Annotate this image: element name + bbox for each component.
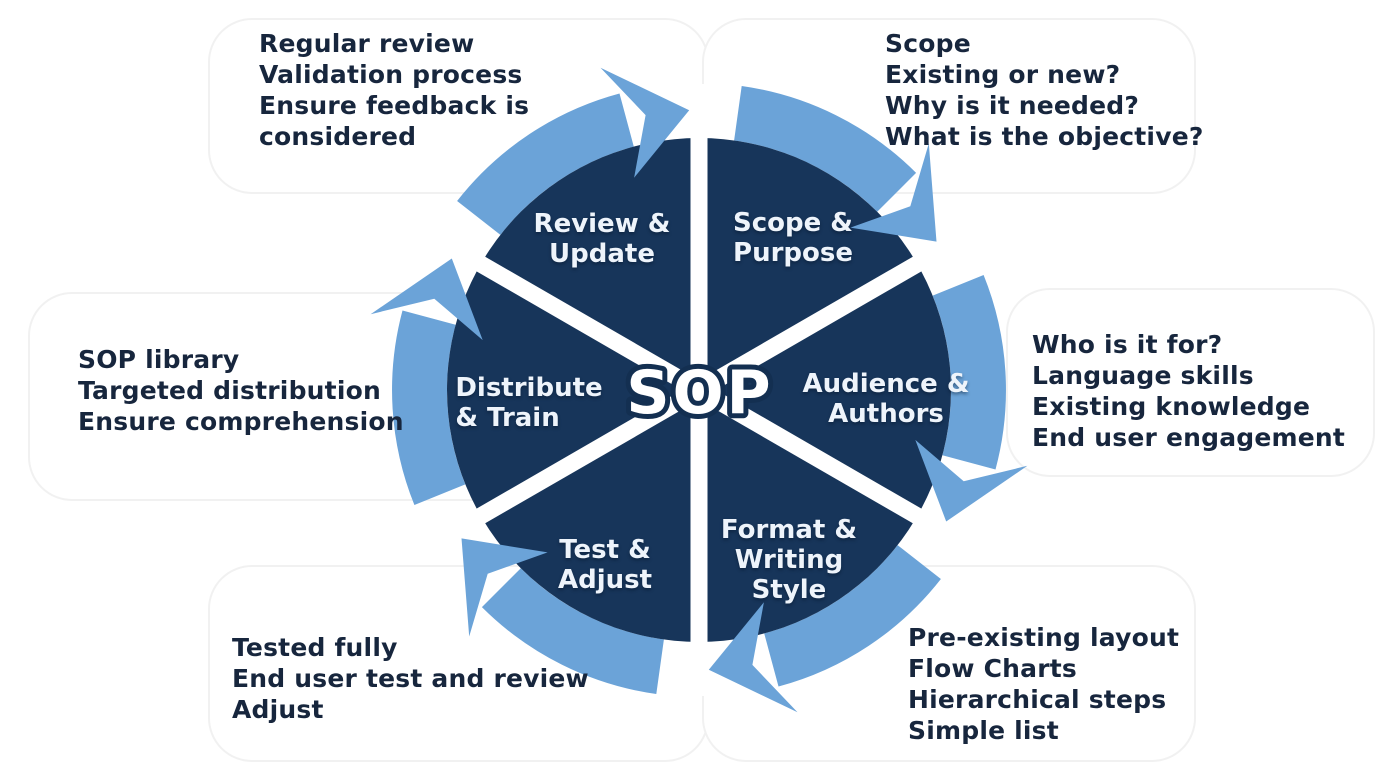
annotation-line: Ensure feedback is [259, 91, 530, 120]
annotation-line: considered [259, 122, 417, 151]
segment-line: Writing [734, 545, 844, 575]
annotation-line: Simple list [908, 716, 1059, 745]
annotation-line: Scope [885, 29, 971, 58]
annotation-line: Existing knowledge [1032, 392, 1311, 421]
annotation-line: Existing or new? [885, 60, 1121, 89]
segment-line: Review & [533, 209, 671, 239]
segment-line: Purpose [733, 238, 853, 268]
segment-label-format-writing-style: Format & Writing Style [721, 515, 857, 605]
segment-line: Format & [720, 515, 858, 545]
annotation-line: Tested fully [232, 633, 398, 662]
segment-line: Scope & [733, 208, 853, 238]
annotation-line: Who is it for? [1032, 330, 1223, 359]
segment-line: Style [751, 575, 827, 605]
center-label: SOP [626, 358, 773, 428]
annotation-top-right: Scope Existing or new? Why is it needed?… [885, 28, 1204, 152]
segment-line: Adjust [557, 565, 653, 595]
segment-line: Test & [559, 535, 651, 565]
segment-label-test-adjust: Test & Adjust [558, 535, 652, 595]
segment-label-review-update: Review & Update [534, 209, 671, 269]
annotation-line: Ensure comprehension [78, 407, 404, 436]
segment-label-distribute-train: Distribute & Train [455, 373, 602, 433]
annotation-line: Targeted distribution [78, 376, 381, 405]
annotation-left: SOP library Targeted distribution Ensure… [78, 344, 404, 437]
annotation-line: Why is it needed? [885, 91, 1140, 120]
segment-line: Distribute [455, 373, 603, 403]
segment-line: Audience & [802, 369, 970, 399]
annotation-line: Validation process [259, 60, 523, 89]
ring-and-pie [370, 67, 1028, 713]
annotation-line: End user test and review [232, 664, 589, 693]
segment-line: Update [549, 239, 655, 269]
annotation-line: Language skills [1032, 361, 1254, 390]
annotation-top-left: Regular review Validation process Ensure… [259, 28, 529, 152]
annotation-line: End user engagement [1032, 423, 1346, 452]
annotation-line: Hierarchical steps [908, 685, 1167, 714]
segment-label-scope-purpose: Scope & Purpose [733, 208, 853, 268]
segment-line: & Train [455, 403, 560, 433]
annotation-line: Regular review [259, 29, 475, 58]
annotation-line: Pre-existing layout [908, 623, 1180, 652]
segment-line: Authors [828, 399, 944, 429]
annotation-bottom-left: Tested fully End user test and review Ad… [232, 632, 589, 725]
annotation-bottom-right: Pre-existing layout Flow Charts Hierarch… [908, 622, 1179, 746]
annotation-line: What is the objective? [885, 122, 1204, 151]
annotation-line: Flow Charts [908, 654, 1077, 683]
annotation-right: Who is it for? Language skills Existing … [1032, 329, 1345, 453]
annotation-card-right [1006, 288, 1375, 477]
segment-label-audience-authors: Audience & Authors [802, 369, 969, 429]
annotation-line: Adjust [232, 695, 324, 724]
annotation-line: SOP library [78, 345, 240, 374]
